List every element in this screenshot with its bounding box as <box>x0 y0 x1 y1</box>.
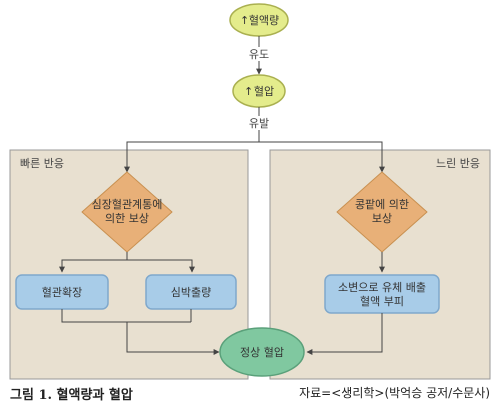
normal-bp-label: 정상 혈압 <box>240 345 284 359</box>
left-to-normal-edge <box>126 322 220 355</box>
cardiovascular-compensation-line1: 심장혈관계통에 <box>92 197 163 211</box>
kidney-compensation-line1: 콩팥에 의한 <box>355 198 409 211</box>
trigger-label: 유발 <box>249 117 269 130</box>
flowchart: 빠른 반응 느린 반응 ↑ 혈액량 유도 ↑ 혈압 유발 심장혈관계통에 의한 … <box>9 3 491 380</box>
fluid-excretion-line2: 혈액 부피 <box>360 294 404 308</box>
vasodilation-label: 혈관확장 <box>42 285 82 299</box>
up-arrow-icon: ↑ <box>244 85 253 98</box>
kidney-compensation-line2: 보상 <box>372 212 392 225</box>
cardiovascular-compensation-line2: 의한 보상 <box>105 212 149 225</box>
slow-response-label: 느린 반응 <box>436 157 480 170</box>
blood-pressure-label: 혈압 <box>254 84 274 98</box>
induce-label: 유도 <box>249 48 269 61</box>
fluid-to-normal-edge <box>306 313 383 355</box>
source-caption: 자료=<생리학>(박억승 공저/수문사) <box>299 386 490 400</box>
cv-branch-edge <box>59 252 128 273</box>
cardiac-output-label: 심박출량 <box>171 286 211 299</box>
fast-response-label: 빠른 반응 <box>20 157 64 170</box>
cv-branch-edge-right <box>127 259 195 273</box>
up-arrow-icon: ↑ <box>240 14 249 27</box>
fluid-excretion-line1: 소변으로 유체 배출 <box>338 281 426 294</box>
blood-volume-label: 혈액량 <box>249 13 279 27</box>
trigger-edge-branches <box>126 141 383 172</box>
figure-caption: 그림 1. 혈액량과 혈압 <box>10 388 133 403</box>
normal-bp-node <box>219 327 305 377</box>
